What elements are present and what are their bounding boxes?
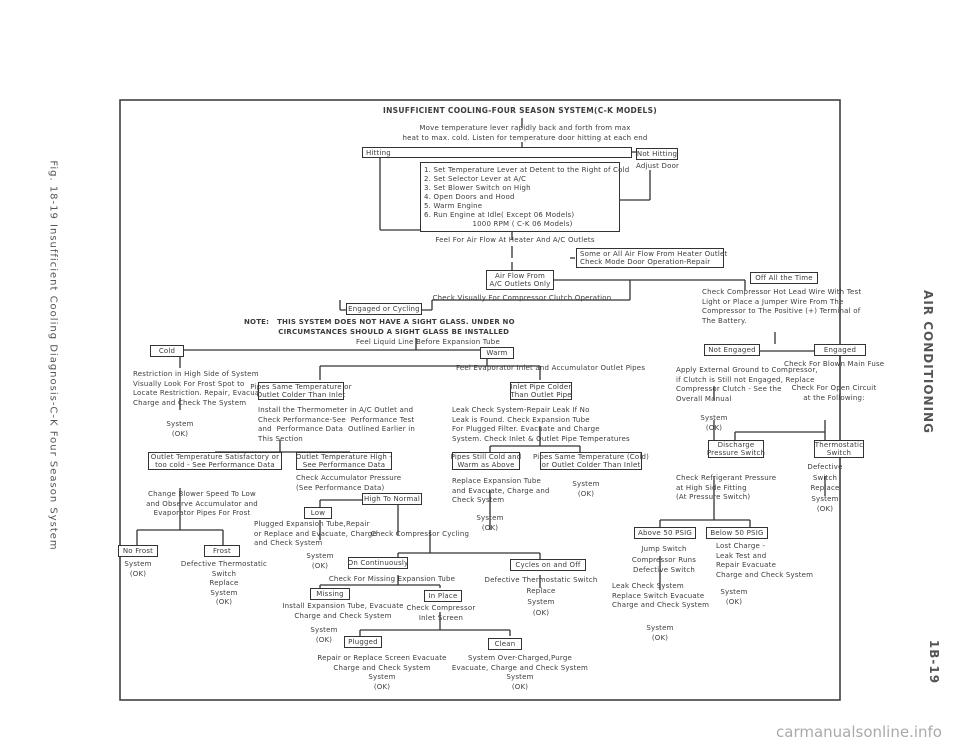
node-cold: Cold [150,345,184,357]
node-replace-expansion-tube: Replace Expansion Tube and Evacuate, Cha… [452,477,550,504]
node-system-ok-2: System (OK) [700,414,728,432]
node-on-continuously: On Continuously [347,557,409,569]
node-system-ok-9: System (OK) [646,624,674,642]
node-check-missing: Check For Missing Expansion Tube [328,575,456,583]
node-system-ok-4: System (OK) [476,514,504,532]
node-inlet-colder: Inlet Pipe Colder Than Outlet Pipe [510,382,572,400]
node-check-accumulator: Check Accumulator Pressure (See Performa… [296,474,402,492]
node-adjust-door: Adjust Door [636,162,680,170]
node-defective-thermostatic: Defective Thermostatic Switch Replace Sy… [180,560,268,606]
node-discharge-switch: Discharge Pressure Switch [706,440,766,458]
node-check-hot-lead: Check Compressor Hot Lead Wire With Test… [702,288,862,325]
node-low: Low [304,507,332,519]
node-system-ok-7: System (OK) [720,588,748,606]
node-above-50: Above 50 PSIG [634,527,696,539]
node-change-blower: Change Blower Speed To Low and Observe A… [146,490,258,517]
node-restriction: Restriction in High Side of System Visua… [133,370,267,407]
node-not-hitting: Not Hitting [636,148,678,160]
node-install-expansion: Install Expansion Tube, Evacuate Charge … [282,602,404,620]
node-not-engaged: Not Engaged [704,344,760,356]
node-warm: Warm [480,347,514,359]
node-outlet-high: Outlet Temperature High - See Performanc… [295,452,393,470]
node-feel-liquid-line: Feel Liquid Line Before Expansion Tube [356,338,500,346]
node-in-place: In Place [424,590,462,602]
node-check-refrigerant: Check Refrigerant Pressure at High Side … [676,474,777,501]
node-frost: Frost [204,545,240,557]
node-defective-switch: Defective Switch Replace System (OK) [807,463,843,513]
node-air-flow-ac: Air Flow From A/C Outlets Only [486,270,554,290]
node-clean: Clean [488,638,522,650]
watermark: carmanualsonline.info [776,723,942,741]
node-repair-screen: Repair or Replace Screen Evacuate Charge… [317,654,447,691]
node-system-ok-1: System (OK) [166,420,194,438]
node-leak-check-system: Leak Check System Replace Switch Evacuat… [612,582,710,609]
node-hitting: Hitting [362,147,632,158]
node-defective-thermostatic-2: Defective Thermostatic Switch Replace Sy… [484,576,598,617]
node-engaged: Engaged [814,344,866,356]
node-system-ok-3: System (OK) [572,480,600,498]
node-engaged-cycling: Engaged or Cycling [346,303,422,315]
node-system-ok-8: System (OK) [310,626,338,644]
node-lost-charge: Lost Charge - Leak Test and Repair Evacu… [716,542,814,579]
intro-instruction: Move temperature lever rapidly back and … [402,124,648,142]
node-apply-ground: Apply External Ground to Compressor, if … [676,366,818,403]
node-no-frost: No Frost [118,545,158,557]
node-plugged-expansion: Plugged Expansion Tube,Repair or Replace… [254,520,377,547]
node-some-heater-outlet: Some or All Air Flow From Heater Outlet … [576,248,727,268]
node-install-thermometer: Install the Thermometer in A/C Outlet an… [258,406,416,443]
node-pipes-same-2: Pipes Same Temperature (Cold) or Outlet … [532,452,650,470]
node-check-open-circuit: Check For Open Circuit at the Following: [791,384,877,402]
node-system-ok-6: System (OK) [306,552,334,570]
node-missing: Missing [310,588,350,600]
note-sight-glass: NOTE: THIS SYSTEM DOES NOT HAVE A SIGHT … [244,318,515,336]
diagram-title: INSUFFICIENT COOLING-FOUR SEASON SYSTEM(… [382,106,658,115]
node-leak-check: Leak Check System-Repair Leak If No Leak… [452,406,630,443]
node-cycles-on-off: Cycles on and Off [510,559,586,571]
node-check-compressor-inlet: Check Compressor Inlet Screen [406,604,476,622]
node-check-cycling: Check Compressor Cycling [370,530,470,538]
node-jump-switch: Jump Switch Compressor Runs Defective Sw… [631,545,697,574]
node-plugged: Plugged [344,636,382,648]
node-high-to-normal: High To Normal [362,493,422,505]
node-off-all-time: Off All the Time [750,272,818,284]
node-feel-evaporator: Feel Evaporator Inlet and Accumulator Ou… [456,364,646,372]
node-system-ok-5: System (OK) [124,560,152,578]
node-setup-steps: 1. Set Temperature Lever at Detent to th… [420,162,629,232]
node-check-blown-fuse: Check For Blown Main Fuse [784,360,885,368]
node-feel-air-flow: Feel For Air Flow At Heater And A/C Outl… [435,236,595,244]
node-thermostatic-switch: Thermostatic Switch [814,440,864,458]
node-overcharged: System Over-Charged,Purge Evacuate, Char… [451,654,589,691]
node-pipes-same: Pipes Same Temperature or Outlet Colder … [250,382,352,400]
node-pipes-still-cold: Pipes Still Cold and Warm as Above [450,452,522,470]
node-below-50: Below 50 PSIG [706,527,768,539]
node-outlet-satisfactory: Outlet Temperature Satisfactory or too c… [148,452,282,470]
node-check-visually: Check Visually For Compressor Clutch Ope… [432,294,612,302]
